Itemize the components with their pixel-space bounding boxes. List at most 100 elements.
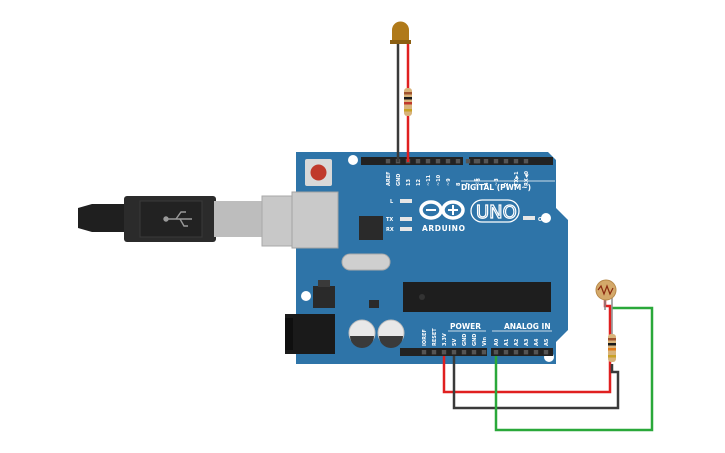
resistor-sensor[interactable] xyxy=(608,334,616,362)
usb-interface-chip xyxy=(359,216,383,240)
analog-pin-socket[interactable] xyxy=(523,350,529,355)
digital-pin-label: ~9 xyxy=(446,178,452,186)
digital-pin-label: ~6 xyxy=(476,178,482,186)
analog-header xyxy=(491,348,553,356)
power-pin-socket[interactable] xyxy=(421,350,427,355)
small-transistor xyxy=(369,300,379,308)
digital-section-label: DIGITAL (PWM~) xyxy=(461,183,531,192)
digital-pin-socket[interactable] xyxy=(513,159,519,164)
wire-a0-signal[interactable] xyxy=(494,306,654,432)
led-bulb xyxy=(392,21,409,42)
analog-pin-label: A1 xyxy=(504,338,510,346)
power-pin-label: 3.3V xyxy=(442,333,448,346)
digital-pin-socket[interactable] xyxy=(455,159,461,164)
usb-plug-metal-neck xyxy=(214,201,266,237)
digital-pin-label: ~11 xyxy=(426,174,432,186)
atmega-chip xyxy=(403,282,551,312)
led-rx-indicator: RX xyxy=(386,227,412,233)
analog-section-label: ANALOG IN xyxy=(504,322,551,331)
power-pin-label: GND xyxy=(462,334,468,346)
analog-pin-socket[interactable] xyxy=(493,350,499,355)
power-pin-socket[interactable] xyxy=(451,350,457,355)
digital-header-left xyxy=(361,157,463,165)
analog-pin-label: A4 xyxy=(534,338,540,346)
power-pin-socket[interactable] xyxy=(481,350,487,355)
digital-pin-socket[interactable] xyxy=(425,159,431,164)
digital-pin-label: ~3 xyxy=(494,178,500,186)
led-on-indicator: ON xyxy=(523,216,546,223)
led-component[interactable] xyxy=(390,21,411,163)
led-l-label: L xyxy=(390,199,394,205)
power-pin-label: Vin xyxy=(482,337,488,346)
capacitor-1 xyxy=(348,319,376,348)
mounting-hole xyxy=(348,155,358,165)
digital-pin-label: ~5 xyxy=(474,178,480,186)
digital-header-right xyxy=(469,157,553,165)
arduino-infinity-logo xyxy=(419,200,465,220)
digital-pin-label: GND xyxy=(396,174,402,186)
analog-pin-labels: A0 A1 A2 A3 A4 A5 xyxy=(493,338,550,355)
digital-pin-socket[interactable] xyxy=(465,159,471,164)
digital-pin-socket[interactable] xyxy=(385,159,391,164)
led-rx-label: RX xyxy=(386,227,394,233)
digital-pin-label: 7 xyxy=(466,182,472,186)
usb-icon xyxy=(163,211,192,227)
analog-pin-label: A3 xyxy=(524,338,530,346)
usb-cable-strain-relief xyxy=(78,204,125,232)
digital-pin-label: AREF xyxy=(386,171,392,186)
power-pin-socket[interactable] xyxy=(441,350,447,355)
photoresistor[interactable] xyxy=(595,279,617,335)
digital-pin-label: 8 xyxy=(456,182,462,186)
power-pin-socket[interactable] xyxy=(471,350,477,355)
digital-pin-label: 12 xyxy=(416,179,422,186)
photoresistor-trace xyxy=(597,284,614,296)
led-l-indicator: L xyxy=(390,199,412,205)
uno-badge xyxy=(470,199,520,223)
digital-pin-label: 2 xyxy=(504,182,510,186)
analog-pin-label: A2 xyxy=(514,338,520,346)
led-tx-label: TX xyxy=(386,217,393,223)
power-pin-label: 5V xyxy=(452,339,458,346)
analog-pin-socket[interactable] xyxy=(513,350,519,355)
power-pin-socket[interactable] xyxy=(431,350,437,355)
digital-pin-label: TX▶1 xyxy=(514,171,520,186)
capacitor-2 xyxy=(377,319,405,348)
led-tx-indicator: TX xyxy=(386,217,412,223)
analog-pin-label: A5 xyxy=(544,338,550,346)
analog-pin-label: A0 xyxy=(494,338,500,346)
power-pin-label: GND xyxy=(472,334,478,346)
analog-pin-socket[interactable] xyxy=(543,350,549,355)
digital-pin-label: ~10 xyxy=(436,174,442,186)
crystal-oscillator xyxy=(341,253,391,271)
dc-power-jack xyxy=(285,314,335,354)
brand-label: ARDUINO xyxy=(422,224,466,233)
led-on-label: ON xyxy=(538,217,546,223)
mounting-hole xyxy=(301,291,311,301)
wire-gnd[interactable] xyxy=(452,356,620,410)
model-label: UNO xyxy=(476,202,517,223)
digital-pin-socket[interactable] xyxy=(523,159,529,164)
digital-pin-socket[interactable] xyxy=(435,159,441,164)
power-pin-socket[interactable] xyxy=(461,350,467,355)
power-section-label: POWER xyxy=(450,322,481,331)
digital-pin-label: 13 xyxy=(406,179,412,186)
digital-pin-socket[interactable] xyxy=(493,159,499,164)
led-rim xyxy=(390,40,411,44)
analog-pin-socket[interactable] xyxy=(503,350,509,355)
resistor-led[interactable] xyxy=(404,88,412,162)
digital-pin-socket[interactable] xyxy=(445,159,451,164)
digital-pin-label: 4 xyxy=(484,182,490,186)
mounting-hole xyxy=(541,213,551,223)
reset-button[interactable] xyxy=(305,159,332,186)
analog-pin-socket[interactable] xyxy=(533,350,539,355)
digital-pin-socket[interactable] xyxy=(503,159,509,164)
voltage-regulator xyxy=(313,280,335,308)
digital-pin-socket[interactable] xyxy=(483,159,489,164)
digital-pin-label: RX◀0 xyxy=(524,170,530,186)
digital-pin-socket[interactable] xyxy=(473,159,479,164)
board-usb-port xyxy=(291,191,339,249)
digital-pin-socket[interactable] xyxy=(415,159,421,164)
